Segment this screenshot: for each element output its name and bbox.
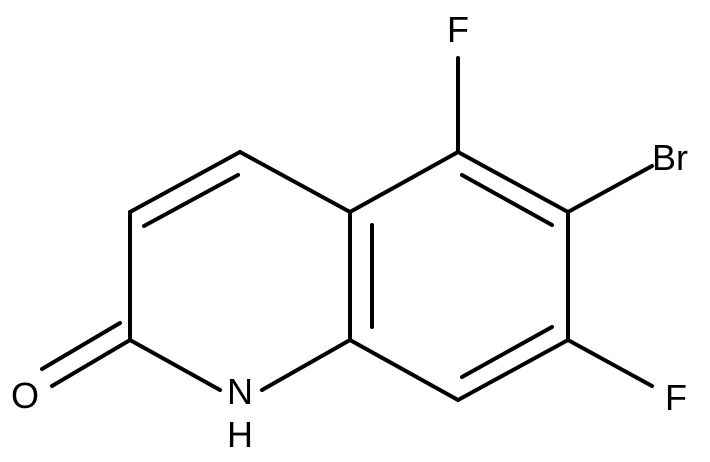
bond-c7-c8-double-inner: [460, 325, 554, 379]
bond-carbonyl-2: [40, 321, 122, 371]
bond-c2-c3: [128, 150, 242, 214]
bond-c5-c6-double-inner: [460, 173, 554, 227]
atom-label-nitrogen-hydrogen: H: [227, 414, 253, 455]
bond-c6-br: [566, 164, 654, 214]
bond-c4a-c5: [348, 150, 460, 214]
atom-label-fluorine-bottom: F: [665, 377, 687, 418]
bond-c1-n: [128, 338, 222, 392]
atom-label-bromine: Br: [652, 137, 688, 178]
bond-c7-c8: [456, 338, 570, 402]
bond-c7-f: [566, 338, 654, 388]
atom-label-oxygen: O: [11, 375, 39, 416]
bond-carbonyl-1: [50, 338, 132, 388]
atom-label-nitrogen: N: [227, 371, 253, 412]
bond-c3-c4-double-inner: [142, 173, 240, 228]
bond-n-c8a: [260, 338, 352, 392]
atom-label-fluorine-top: F: [447, 9, 469, 50]
bond-c3-c4: [238, 150, 352, 214]
bond-c5-c6: [456, 150, 570, 214]
bond-c8-c8a: [348, 338, 460, 402]
